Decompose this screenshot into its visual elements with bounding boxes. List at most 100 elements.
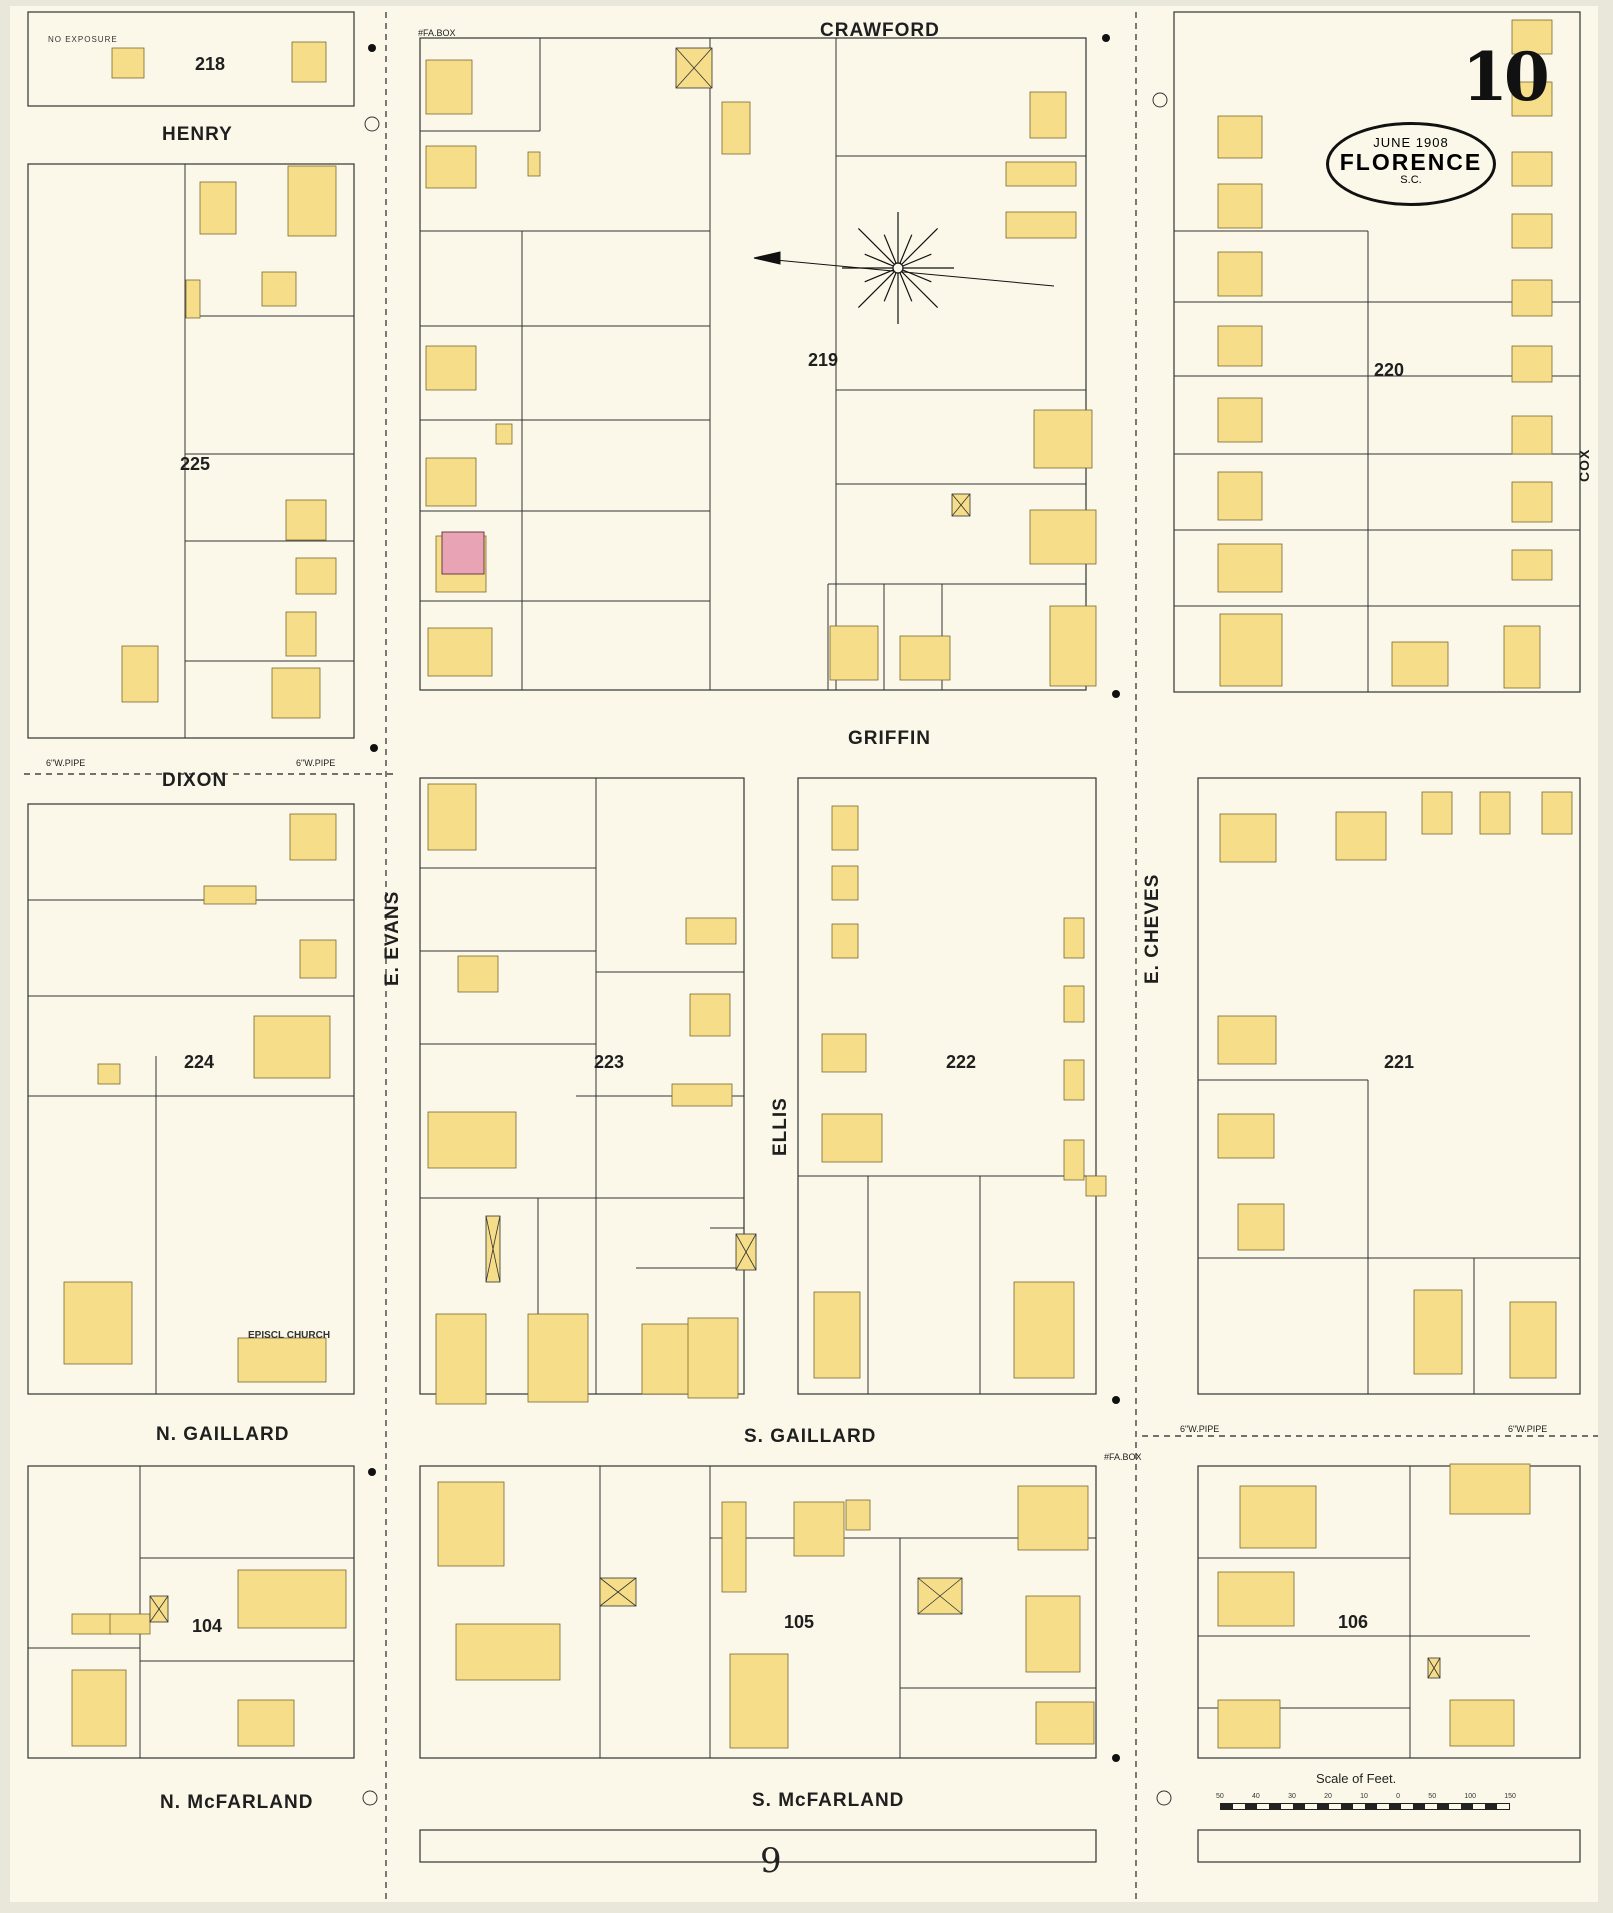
dwelling-building — [299, 939, 337, 979]
compass-ray — [897, 234, 913, 269]
block-outline — [419, 1829, 1097, 1863]
dwelling-building — [1217, 115, 1263, 159]
dwelling-building — [427, 783, 477, 851]
compass-needle — [753, 257, 1055, 287]
dwelling-building — [285, 499, 327, 541]
church-label: EPISCL CHURCH — [248, 1330, 331, 1341]
dwelling-building — [1217, 1113, 1275, 1159]
dwelling-building — [813, 1291, 861, 1379]
dwelling-building — [1449, 1699, 1515, 1747]
dwelling-building — [425, 59, 473, 115]
dwelling-building — [641, 1323, 691, 1395]
water-pipe-label: 6"W.PIPE — [46, 758, 86, 768]
dwelling-building — [671, 1083, 733, 1107]
compass-ray — [864, 253, 899, 269]
fire-hydrant-marker — [1112, 1396, 1120, 1404]
dwelling-building — [1005, 161, 1077, 187]
dwelling-building — [1511, 81, 1553, 117]
block-number: 218 — [195, 54, 226, 74]
dwelling-building — [287, 165, 337, 237]
block-outline — [1173, 11, 1581, 693]
dwelling-building — [71, 1613, 113, 1635]
dwelling-building — [1025, 1595, 1081, 1673]
block-outline — [27, 803, 355, 1395]
water-pipe-label: 6"W.PIPE — [296, 758, 336, 768]
shed-cross-line — [951, 493, 971, 517]
dwelling-building — [1219, 613, 1283, 687]
dwelling-building — [1033, 409, 1093, 469]
dwelling-building — [1511, 415, 1553, 455]
shed-cross-line — [917, 1577, 963, 1615]
block-outline — [1197, 1829, 1581, 1863]
dwelling-building — [1219, 813, 1277, 863]
compass-ray — [897, 253, 932, 269]
fire-hydrant-marker — [368, 44, 376, 52]
scale-tick: 100 — [1464, 1793, 1477, 1800]
dwelling-building — [199, 181, 237, 235]
dwelling-building — [1217, 471, 1263, 521]
dwelling-building — [1063, 917, 1085, 959]
dwelling-building — [1511, 549, 1553, 581]
dwelling-building — [721, 1501, 747, 1593]
dwelling-building — [1217, 1571, 1295, 1627]
street-label-n-mcfarland: N. McFARLAND — [160, 1792, 314, 1813]
compass-ray — [897, 227, 939, 269]
dwelling-building — [1541, 791, 1573, 835]
dwelling-building — [821, 1033, 867, 1073]
dwelling-building — [203, 885, 257, 905]
dwelling-building — [721, 101, 751, 155]
compass-center — [892, 262, 904, 274]
shed-cross-line — [149, 1595, 169, 1623]
block-outline — [419, 37, 1087, 691]
block-outline — [1197, 777, 1581, 1395]
valve-marker — [1156, 1790, 1172, 1806]
block-number: 223 — [594, 1052, 625, 1072]
block-number: 106 — [1338, 1612, 1369, 1632]
dwelling-building — [237, 1569, 347, 1629]
fire-hydrant-marker — [370, 744, 378, 752]
compass-ray — [897, 267, 913, 302]
street-label-crawford: CRAWFORD — [820, 20, 940, 41]
scale-tick: 30 — [1288, 1793, 1296, 1800]
block-number: 104 — [192, 1616, 223, 1636]
shed-cross-line — [1427, 1657, 1441, 1679]
street-label-e-evans: E. EVANS — [382, 890, 403, 986]
dwelling-building — [1035, 1701, 1095, 1745]
dwelling-building — [425, 457, 477, 507]
dwelling-building — [63, 1281, 133, 1365]
dwelling-building — [261, 271, 297, 307]
street-label-n-gaillard: N. GAILLARD — [156, 1424, 290, 1445]
dwelling-building — [1217, 325, 1263, 367]
dwelling-building — [427, 627, 493, 677]
compass-ray — [864, 267, 899, 283]
dwelling-building — [821, 1113, 883, 1163]
block-outline — [419, 1465, 1097, 1759]
dwelling-building — [1217, 1699, 1281, 1749]
dwelling-building — [271, 667, 321, 719]
dwelling-building — [1237, 1203, 1285, 1251]
compass-north-arrow — [753, 251, 781, 265]
dwelling-building — [1509, 1301, 1557, 1379]
dwelling-building — [689, 993, 731, 1037]
dwelling-building — [831, 805, 859, 851]
block-number: 225 — [180, 454, 211, 474]
map-sheet: 10 JUNE 1908 FLORENCE S.C. NO EXPOSURE C… — [10, 6, 1598, 1902]
scale-tick: 150 — [1504, 1793, 1516, 1800]
dwelling-building — [527, 151, 541, 177]
dwelling-building — [1239, 1485, 1317, 1549]
dwelling-building — [829, 625, 879, 681]
scale-tick: 0 — [1396, 1793, 1401, 1800]
street-label-e-cheves: E. CHEVES — [1142, 873, 1163, 984]
dwelling-building — [109, 1613, 151, 1635]
adjoining-sheet-number: 9 — [760, 1841, 782, 1881]
block-outline — [27, 163, 355, 739]
dwelling-building — [425, 345, 477, 391]
block-outline — [797, 777, 1097, 1395]
compass-ray — [883, 234, 899, 269]
scale-tick: 20 — [1324, 1793, 1332, 1800]
brick-building — [441, 531, 485, 575]
scale-title: Scale of Feet. — [1316, 1771, 1397, 1786]
street-label-s-mcfarland: S. McFARLAND — [752, 1790, 905, 1811]
compass-ray — [883, 267, 899, 302]
dwelling-building — [729, 1653, 789, 1749]
